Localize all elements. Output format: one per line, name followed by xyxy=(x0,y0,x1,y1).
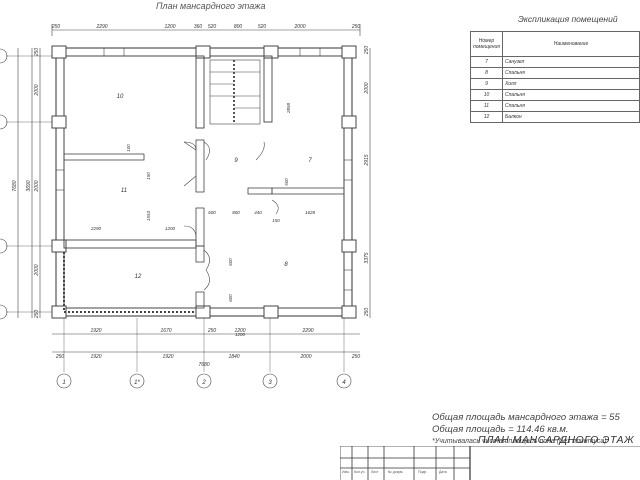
room-label: 8 xyxy=(284,262,288,268)
dimension-inner: 2290 xyxy=(90,226,102,231)
dimension-inner: 150 xyxy=(272,218,280,223)
room-label: 7 xyxy=(308,158,312,164)
dimension-bottom: 250 xyxy=(207,328,217,334)
dimension-inner: 800 xyxy=(232,210,240,215)
dimension-right: 250 xyxy=(364,308,370,318)
dimension-top: 2290 xyxy=(95,24,107,30)
dimension-left-total: 7680 xyxy=(12,180,18,191)
room-name: Балкон xyxy=(501,111,640,123)
dimension-bottom-total: 7680 xyxy=(198,362,209,368)
plan-title: План мансардного этажа xyxy=(156,1,266,11)
dimension-inner: 2858 xyxy=(286,102,291,114)
dimension-inner: 440 xyxy=(254,210,262,215)
dimension-bottom: 1920 xyxy=(90,328,101,334)
dimension-left-total: 3690 xyxy=(26,180,32,191)
dimension-left: 250 xyxy=(34,48,40,58)
explication-title: Экспликация помещений xyxy=(518,14,618,24)
room-label: 9 xyxy=(234,158,238,164)
room-label: 12 xyxy=(135,274,142,280)
stamp-title: ПЛАН МАНСАРДНОГО ЭТАЖ xyxy=(478,434,635,446)
room-number: 12 xyxy=(470,111,503,123)
area-total: Общая площадь = 114.46 кв.м. xyxy=(432,424,569,435)
dimension-left: 250 xyxy=(34,310,40,320)
title-block xyxy=(340,446,640,480)
dimension-top: 520 xyxy=(258,24,267,30)
dimension-inner: 1200 xyxy=(165,226,176,231)
dimension-bottom: 1840 xyxy=(228,354,239,360)
dimension-right: 3375 xyxy=(364,252,370,263)
area-note: *Учитывалась чистая площадь пола (без пл… xyxy=(432,438,607,445)
axis-label: 2 xyxy=(201,380,206,386)
dimension-right: 2915 xyxy=(364,154,370,166)
dimension-bottom: 250 xyxy=(55,354,65,360)
stamp-label-izm: Изм. xyxy=(342,470,350,474)
dimension-inner: 1553 xyxy=(146,210,151,221)
dimension-inner: 600 xyxy=(208,210,216,215)
stamp-label-list: Лист xyxy=(371,470,379,474)
dimension-bottom: 1200 xyxy=(234,328,245,334)
dimension-inner: 150 xyxy=(146,172,151,180)
stamp-label-date: Дата xyxy=(439,470,447,474)
dimension-bottom: 1920 xyxy=(162,354,173,360)
dimension-top: 250 xyxy=(51,24,61,30)
area-attic: Общая площадь мансардного этажа = 55 xyxy=(432,412,620,423)
dimension-top: 250 xyxy=(351,24,361,30)
stamp-label-sign: Подп. xyxy=(418,470,428,474)
dimension-top: 2000 xyxy=(293,24,305,30)
dimension-inner: 600 xyxy=(228,294,233,302)
dimension-bottom: 1920 xyxy=(90,354,101,360)
dimension-inner: 600 xyxy=(228,258,233,266)
dimension-bottom: 2000 xyxy=(299,354,311,360)
dimension-bottom: 2290 xyxy=(301,328,313,334)
room-label: 10 xyxy=(117,94,124,100)
dimension-left: 2000 xyxy=(34,264,40,276)
dimension-bottom: 250 xyxy=(351,354,361,360)
dimension-top: 520 xyxy=(208,24,217,30)
dimension-inner: 500 xyxy=(284,178,289,186)
dimension-bottom: 1670 xyxy=(160,328,171,334)
dimension-inner: 1628 xyxy=(305,210,316,215)
axis-label: 4 xyxy=(342,380,346,386)
room-label: 11 xyxy=(121,188,127,194)
dimension-inner: 100 xyxy=(126,144,131,152)
dimension-left: 2000 xyxy=(34,84,40,96)
dimension-inner: 1200 xyxy=(235,332,246,337)
stamp-label-doc: № докум. xyxy=(388,470,404,474)
dimension-left: 2000 xyxy=(34,180,40,192)
stamp-label-kol: Кол.уч. xyxy=(354,470,366,474)
axis-label: 1 xyxy=(62,380,65,386)
dimension-right: 250 xyxy=(364,46,370,56)
dimension-top: 360 xyxy=(194,24,203,30)
dimension-top: 1200 xyxy=(164,24,175,30)
dimension-top: 800 xyxy=(234,24,243,30)
dimension-right: 2000 xyxy=(364,82,370,94)
axis-label: 1* xyxy=(134,380,140,386)
axis-label: 3 xyxy=(268,380,272,386)
